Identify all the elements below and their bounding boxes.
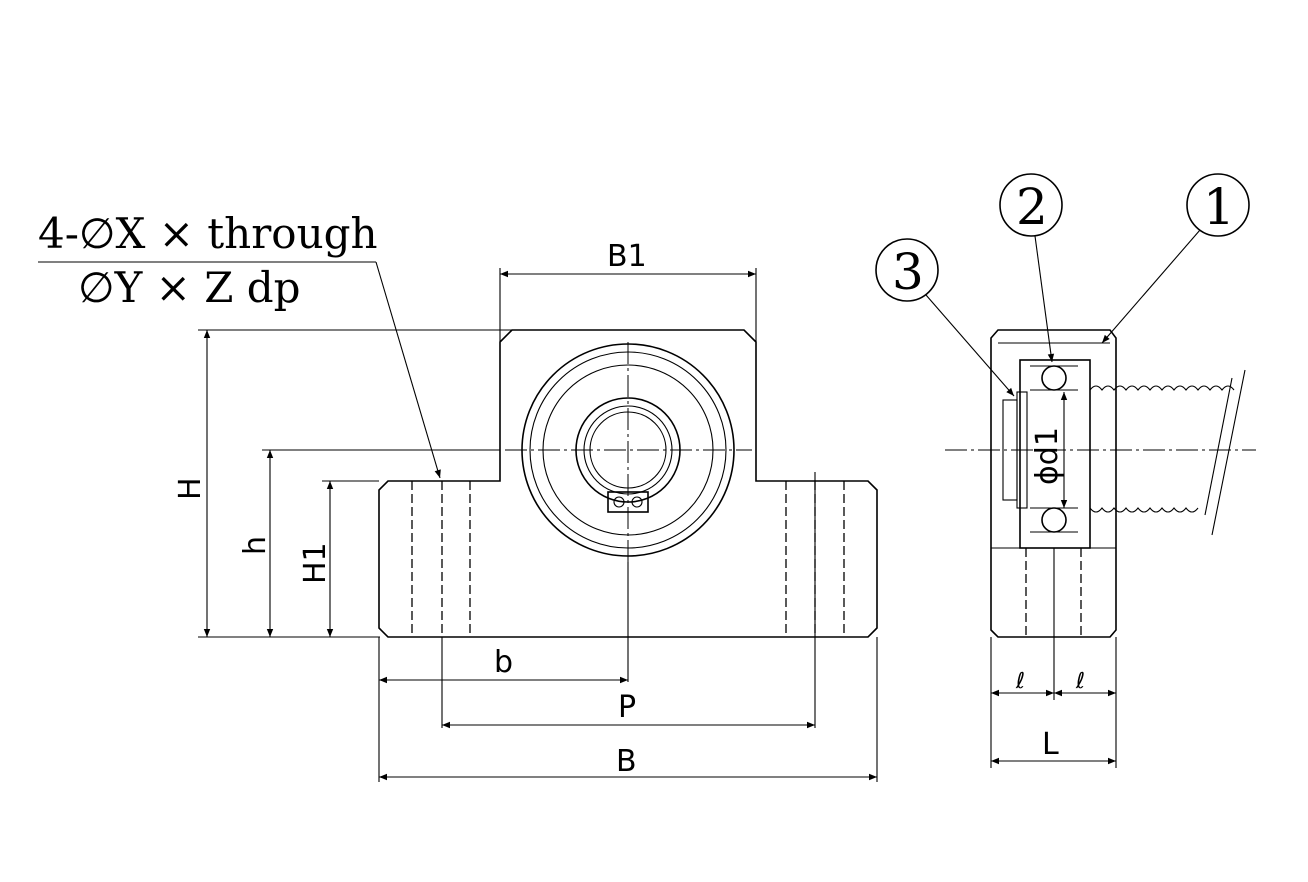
front-view-outline <box>378 329 878 638</box>
bearing-section <box>1019 359 1091 549</box>
dimension-d1: ϕd1 <box>1030 392 1068 508</box>
bearing-ball-bottom <box>1041 507 1067 533</box>
dimension-l: ℓ ℓ <box>991 669 1116 697</box>
dimension-l-right-label: ℓ <box>1075 669 1085 694</box>
dimension-H1-label: H1 <box>298 542 333 584</box>
dimension-L-label: L <box>1042 727 1059 762</box>
dimension-b: b <box>378 637 628 782</box>
dimension-P: P <box>442 690 815 729</box>
hole-note-line2: ∅Y × Z dp <box>78 263 301 312</box>
dimension-B1-label: B1 <box>607 239 647 274</box>
dimension-B-label: B <box>616 744 637 779</box>
dimension-H-label: H <box>173 477 208 500</box>
dimension-H: H <box>173 329 512 638</box>
hole-note: 4-∅X × through ∅Y × Z dp <box>38 209 441 479</box>
bearing-ball-top <box>1041 365 1067 391</box>
dimension-h-label: h <box>238 536 273 555</box>
dimension-B: B <box>379 637 878 782</box>
dimension-L: L <box>990 637 1117 768</box>
side-view-outline <box>990 329 1117 638</box>
balloon-1: 1 <box>1101 173 1250 344</box>
dimension-B1: B1 <box>499 239 757 342</box>
dimension-h: h <box>238 449 500 637</box>
snap-ring-hole-left <box>613 496 625 508</box>
svg-text:1: 1 <box>1203 178 1235 236</box>
dimension-P-label: P <box>618 690 636 725</box>
svg-text:2: 2 <box>1016 178 1048 236</box>
snap-ring-hole-right <box>631 496 643 508</box>
hole-note-leader <box>375 261 441 479</box>
dimension-b-label: b <box>494 645 513 680</box>
balloon-3: 3 <box>875 238 1015 397</box>
side-view <box>945 329 1256 700</box>
dimension-d1-label: ϕd1 <box>1030 427 1065 485</box>
svg-text:3: 3 <box>892 243 924 301</box>
dimension-H1: H1 <box>298 480 379 637</box>
dimension-l-left-label: ℓ <box>1015 669 1025 694</box>
shaft-thread-bottom <box>1089 507 1199 513</box>
front-view <box>378 329 878 728</box>
balloon-2: 2 <box>999 173 1063 363</box>
shaft-break-line <box>1211 369 1246 536</box>
hole-note-line1: 4-∅X × through <box>38 209 378 258</box>
shaft-thread-top <box>1089 385 1235 391</box>
